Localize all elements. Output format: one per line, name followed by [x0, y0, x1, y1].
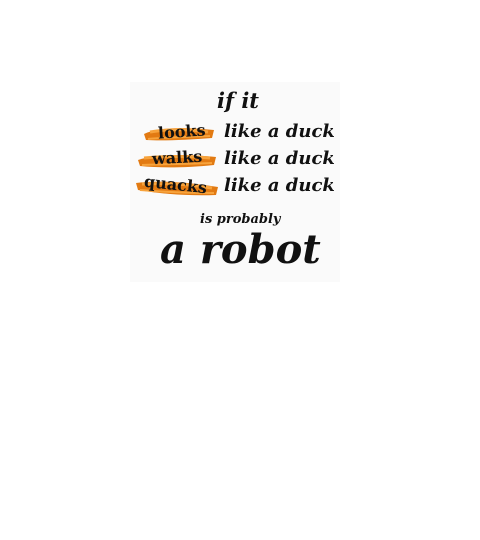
- verb-label: looks: [157, 120, 207, 143]
- phrase-label: like a duck: [224, 175, 335, 196]
- verb-label: walks: [151, 146, 203, 169]
- phrase-row-walks: walks like a duck: [134, 147, 335, 173]
- big-line: a robot: [160, 226, 321, 273]
- brush-stroke-icon: [138, 155, 216, 168]
- phrase-row-looks: looks like a duck: [134, 120, 335, 146]
- phrase-label: like a duck: [224, 121, 335, 142]
- small-line: is probably: [200, 212, 281, 227]
- verb-badge: walks: [134, 147, 220, 173]
- brush-stroke-icon: [136, 181, 218, 196]
- verb-badge: looks: [134, 120, 220, 146]
- verb-badge: quacks: [134, 172, 220, 200]
- lead-text: if it: [217, 88, 259, 113]
- poster: if it looks like a duck walks: [130, 82, 340, 282]
- phrase-row-quacks: quacks like a duck: [134, 172, 335, 200]
- brush-stroke-icon: [144, 128, 214, 141]
- phrase-label: like a duck: [224, 148, 335, 169]
